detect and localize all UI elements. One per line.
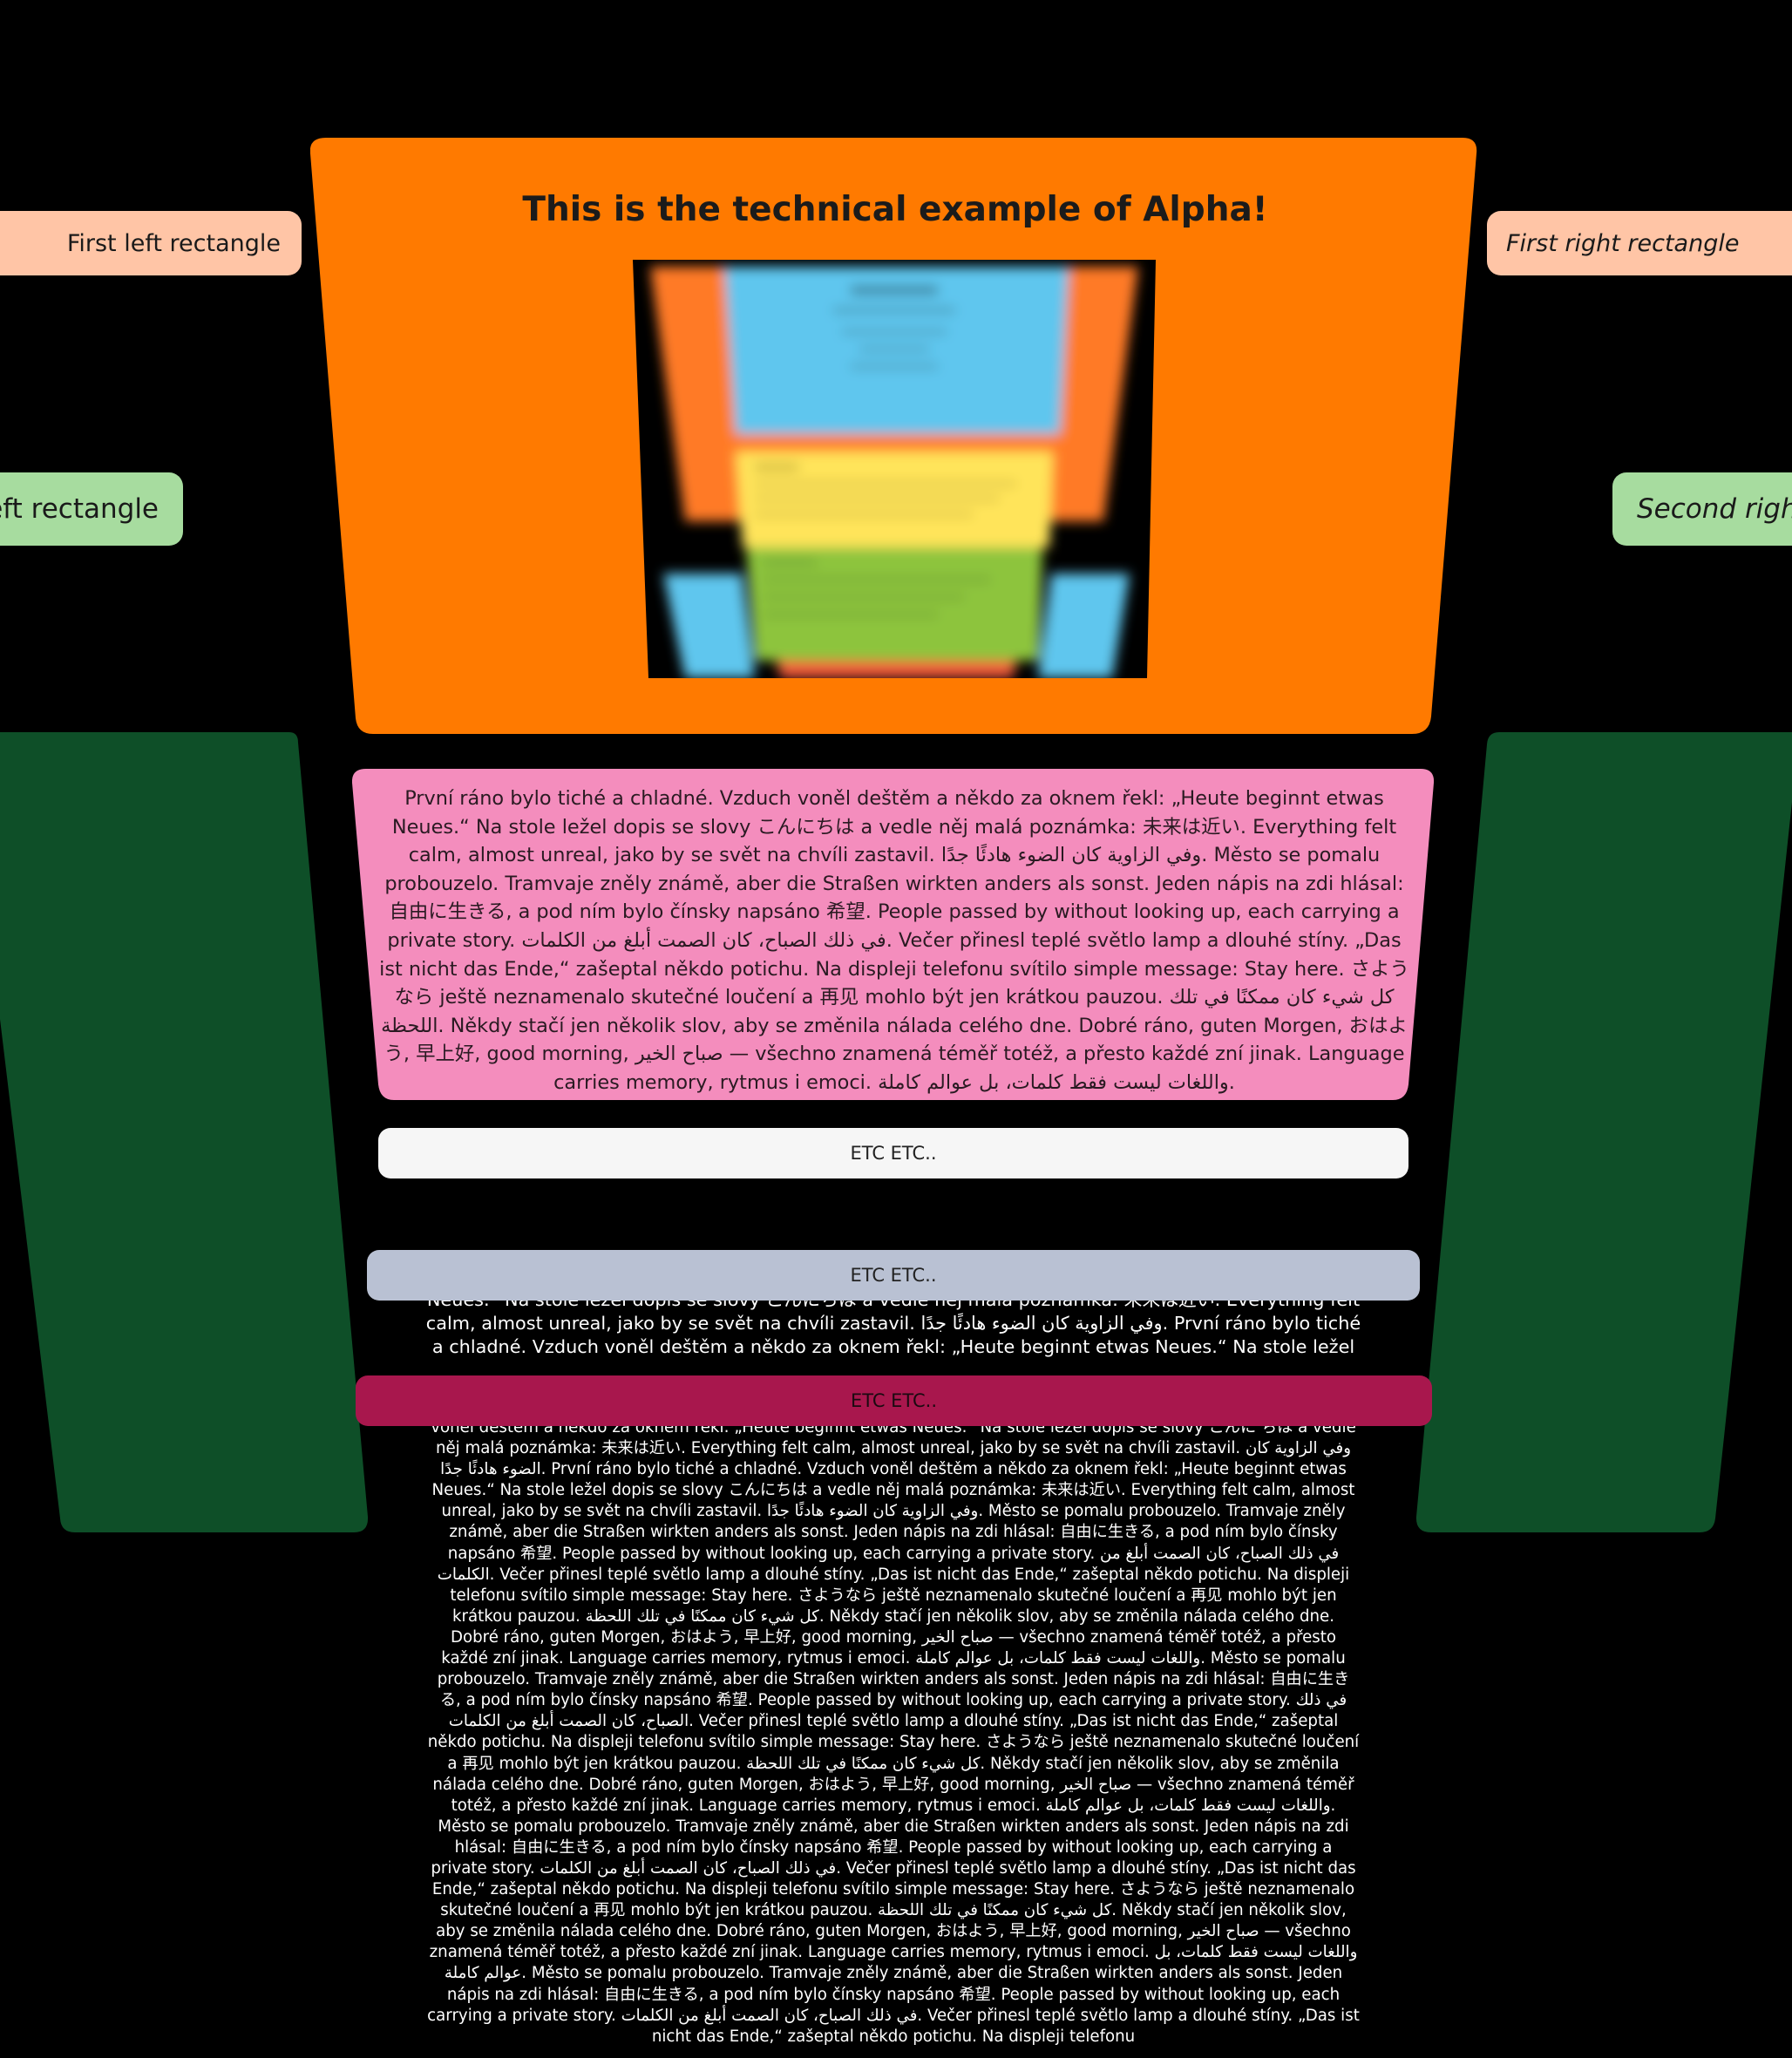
- multilingual-paragraph: První ráno bylo tiché a chladné. Vzduch …: [379, 787, 1409, 1094]
- etc-bar-white: ETC ETC..: [378, 1128, 1408, 1178]
- overflow-text-strip: Neues.“ Na stole ležel dopis se slovy こん…: [418, 1294, 1368, 1375]
- blurred-preview-image: [633, 260, 1156, 678]
- etc-bar-white-label: ETC ETC..: [850, 1143, 937, 1164]
- second-left-rectangle-label: Second left rectangle: [0, 493, 159, 525]
- etc-bar-grey-label: ETC ETC..: [850, 1265, 937, 1286]
- left-green-panel: [0, 732, 375, 1532]
- multilingual-text-block: První ráno bylo tiché a chladné. Vzduch …: [352, 769, 1435, 1100]
- first-left-rectangle-label: First left rectangle: [66, 229, 281, 257]
- alpha-example-card: This is the technical example of Alpha!: [310, 138, 1480, 734]
- pink-block-background: [352, 769, 1435, 1100]
- first-left-rectangle: First left rectangle: [0, 211, 302, 275]
- second-left-rectangle: Second left rectangle: [0, 472, 183, 546]
- etc-bar-grey: ETC ETC..: [367, 1250, 1420, 1301]
- second-right-rectangle-label: Second right rectangle: [1637, 493, 1792, 525]
- card-title: This is the technical example of Alpha!: [522, 190, 1268, 229]
- overflow-strip-paragraph: Neues.“ Na stole ležel dopis se slovy こん…: [425, 1294, 1361, 1357]
- etc-bar-red-label: ETC ETC..: [850, 1390, 938, 1411]
- first-right-rectangle: First right rectangle: [1487, 211, 1792, 275]
- overflow-column-paragraph: voněl deštěm a někdo za oknem řekl: „Heu…: [427, 1419, 1360, 2046]
- overflow-text-column: voněl deštěm a někdo za oknem řekl: „Heu…: [427, 1419, 1360, 2058]
- right-green-panel: [1412, 732, 1792, 1532]
- second-right-rectangle: Second right rectangle: [1612, 472, 1792, 546]
- etc-bar-red: ETC ETC..: [356, 1375, 1432, 1426]
- first-right-rectangle-label: First right rectangle: [1506, 229, 1740, 257]
